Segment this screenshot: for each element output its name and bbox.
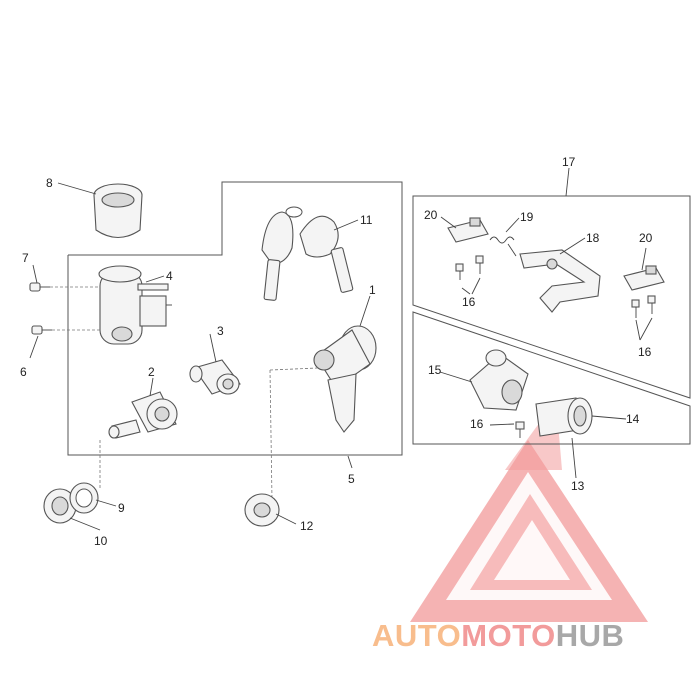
watermark-brand-text: AUTOMOTOHUB [372, 618, 624, 653]
part-4-lock-housing [98, 265, 172, 345]
callout-10: 10 [94, 534, 108, 548]
callout-6: 6 [20, 365, 27, 379]
brand-part-hub: HUB [556, 618, 625, 653]
part-18-hook [519, 249, 601, 313]
callout-7: 7 [22, 251, 29, 265]
callout-12: 12 [300, 519, 314, 533]
leader-lines [29, 167, 653, 531]
callout-14: 14 [626, 412, 640, 426]
part-3-lock-cylinder [189, 359, 241, 395]
part-9-washer [69, 482, 99, 514]
callout-4: 4 [166, 269, 173, 283]
brand-part-auto: AUTO [372, 618, 461, 653]
part-14-sleeve [535, 397, 593, 437]
callout-9: 9 [118, 501, 125, 515]
callout-13: 13 [571, 479, 585, 493]
callout-19: 19 [520, 210, 534, 224]
callout-16-lower: 16 [470, 417, 484, 431]
part-16-screws-upper-right [631, 295, 656, 318]
assembly-frame-5 [67, 181, 403, 456]
part-1-ignition-lock [269, 325, 377, 501]
callout-17: 17 [562, 155, 576, 169]
brand-part-moto: MOTO [461, 618, 555, 653]
part-12-nut [244, 493, 280, 527]
callout-15: 15 [428, 363, 442, 377]
callout-1: 1 [369, 283, 376, 297]
callout-11: 11 [360, 213, 373, 227]
part-20-clip-b [623, 265, 665, 291]
part-8-grommet [93, 183, 143, 239]
part-2-lock-barrel [99, 391, 178, 490]
callout-20-upper-left: 20 [424, 208, 438, 222]
part-6-screw [31, 325, 100, 335]
callout-18: 18 [586, 231, 600, 245]
callout-5: 5 [348, 472, 355, 486]
part-16-screw-lower [515, 421, 525, 438]
callout-16-upper-left: 16 [462, 295, 476, 309]
part-7-screw [29, 282, 100, 292]
part-20-clip-a [447, 217, 489, 243]
assembly-frame-17 [412, 195, 691, 445]
part-15-latch [469, 349, 529, 411]
watermark-logo [410, 400, 648, 622]
part-19-spring [489, 236, 517, 257]
callout-8: 8 [46, 176, 53, 190]
callout-16-right: 16 [638, 345, 652, 359]
part-11-keys [261, 206, 354, 301]
callout-20-right: 20 [639, 231, 653, 245]
callout-labels: 8 7 6 4 3 2 11 1 5 9 10 12 17 20 19 18 2… [20, 155, 653, 548]
svg-text:AUTOMOTOHUB: AUTOMOTOHUB [372, 618, 624, 653]
part-16-screws-upper-left [455, 255, 484, 280]
callout-3: 3 [217, 324, 224, 338]
callout-2: 2 [148, 365, 155, 379]
